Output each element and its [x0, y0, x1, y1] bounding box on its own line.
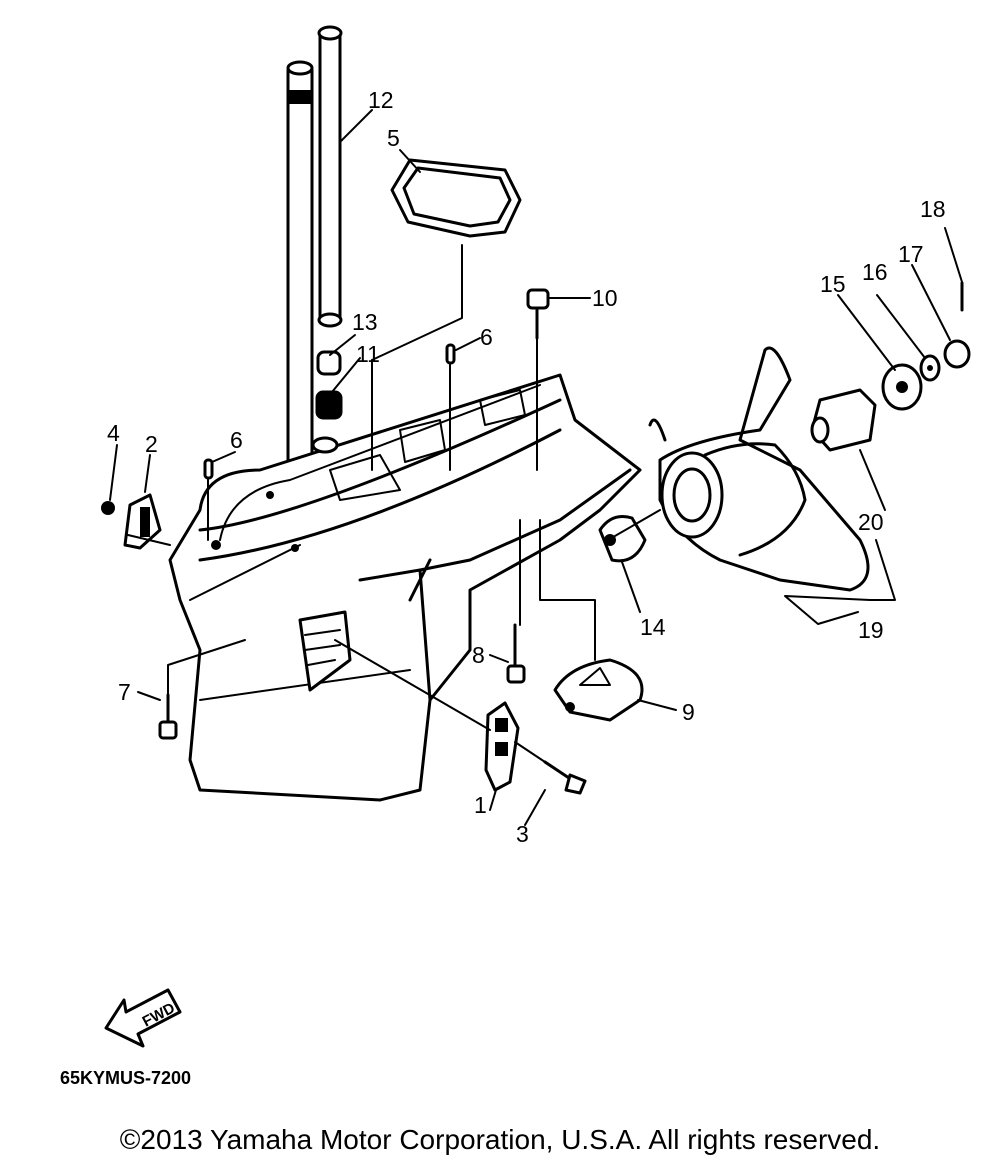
callout-19: 19 [858, 617, 884, 643]
callout-16: 16 [862, 259, 888, 285]
callout-11: 11 [356, 341, 380, 367]
grommet-13 [316, 350, 342, 376]
nut-17 [943, 339, 971, 369]
callout-12: 12 [368, 87, 394, 113]
callout-9: 9 [682, 699, 695, 725]
callout-20: 20 [858, 509, 884, 535]
anode-1 [484, 701, 520, 792]
propeller [648, 346, 870, 592]
washer-16 [919, 354, 941, 382]
callout-6a: 6 [480, 324, 493, 350]
callout-7: 7 [118, 679, 131, 705]
grommet-11 [315, 390, 343, 420]
pin-6a [445, 343, 456, 365]
spacer-20 [810, 388, 877, 452]
pin-6b [203, 458, 214, 480]
fwd-arrow: FWD [104, 988, 182, 1048]
callout-8: 8 [472, 642, 485, 668]
gasket-part [390, 158, 522, 238]
callout-1: 1 [474, 792, 487, 818]
copyright-text: ©2013 Yamaha Motor Corporation, U.S.A. A… [119, 1124, 881, 1155]
leader-lines [109, 109, 963, 826]
water-tube [317, 25, 343, 328]
callout-14: 14 [640, 614, 666, 640]
callout-4: 4 [107, 420, 120, 446]
part-code: 65KYMUS-7200 [60, 1068, 191, 1088]
callout-10: 10 [592, 285, 618, 311]
anode-2 [123, 493, 162, 550]
bolt-3 [543, 760, 587, 795]
nut-4 [101, 501, 115, 515]
callout-17: 17 [898, 241, 924, 267]
callout-2: 2 [145, 431, 158, 457]
callout-6b: 6 [230, 427, 243, 453]
lower-casing [168, 373, 642, 802]
callout-5: 5 [387, 125, 400, 151]
callout-15: 15 [820, 271, 846, 297]
trim-tab-9 [553, 658, 644, 722]
washer-15 [881, 363, 923, 411]
bolt-7 [158, 693, 178, 740]
callout-3: 3 [516, 821, 529, 847]
drive-shaft [286, 60, 314, 472]
bolt-8 [506, 623, 526, 684]
callout-labels: 1 2 3 4 5 6 6 7 8 9 10 11 12 13 14 15 16… [107, 87, 946, 847]
bolt-10 [526, 288, 550, 340]
callout-13: 13 [352, 309, 378, 335]
callout-18: 18 [920, 196, 946, 222]
